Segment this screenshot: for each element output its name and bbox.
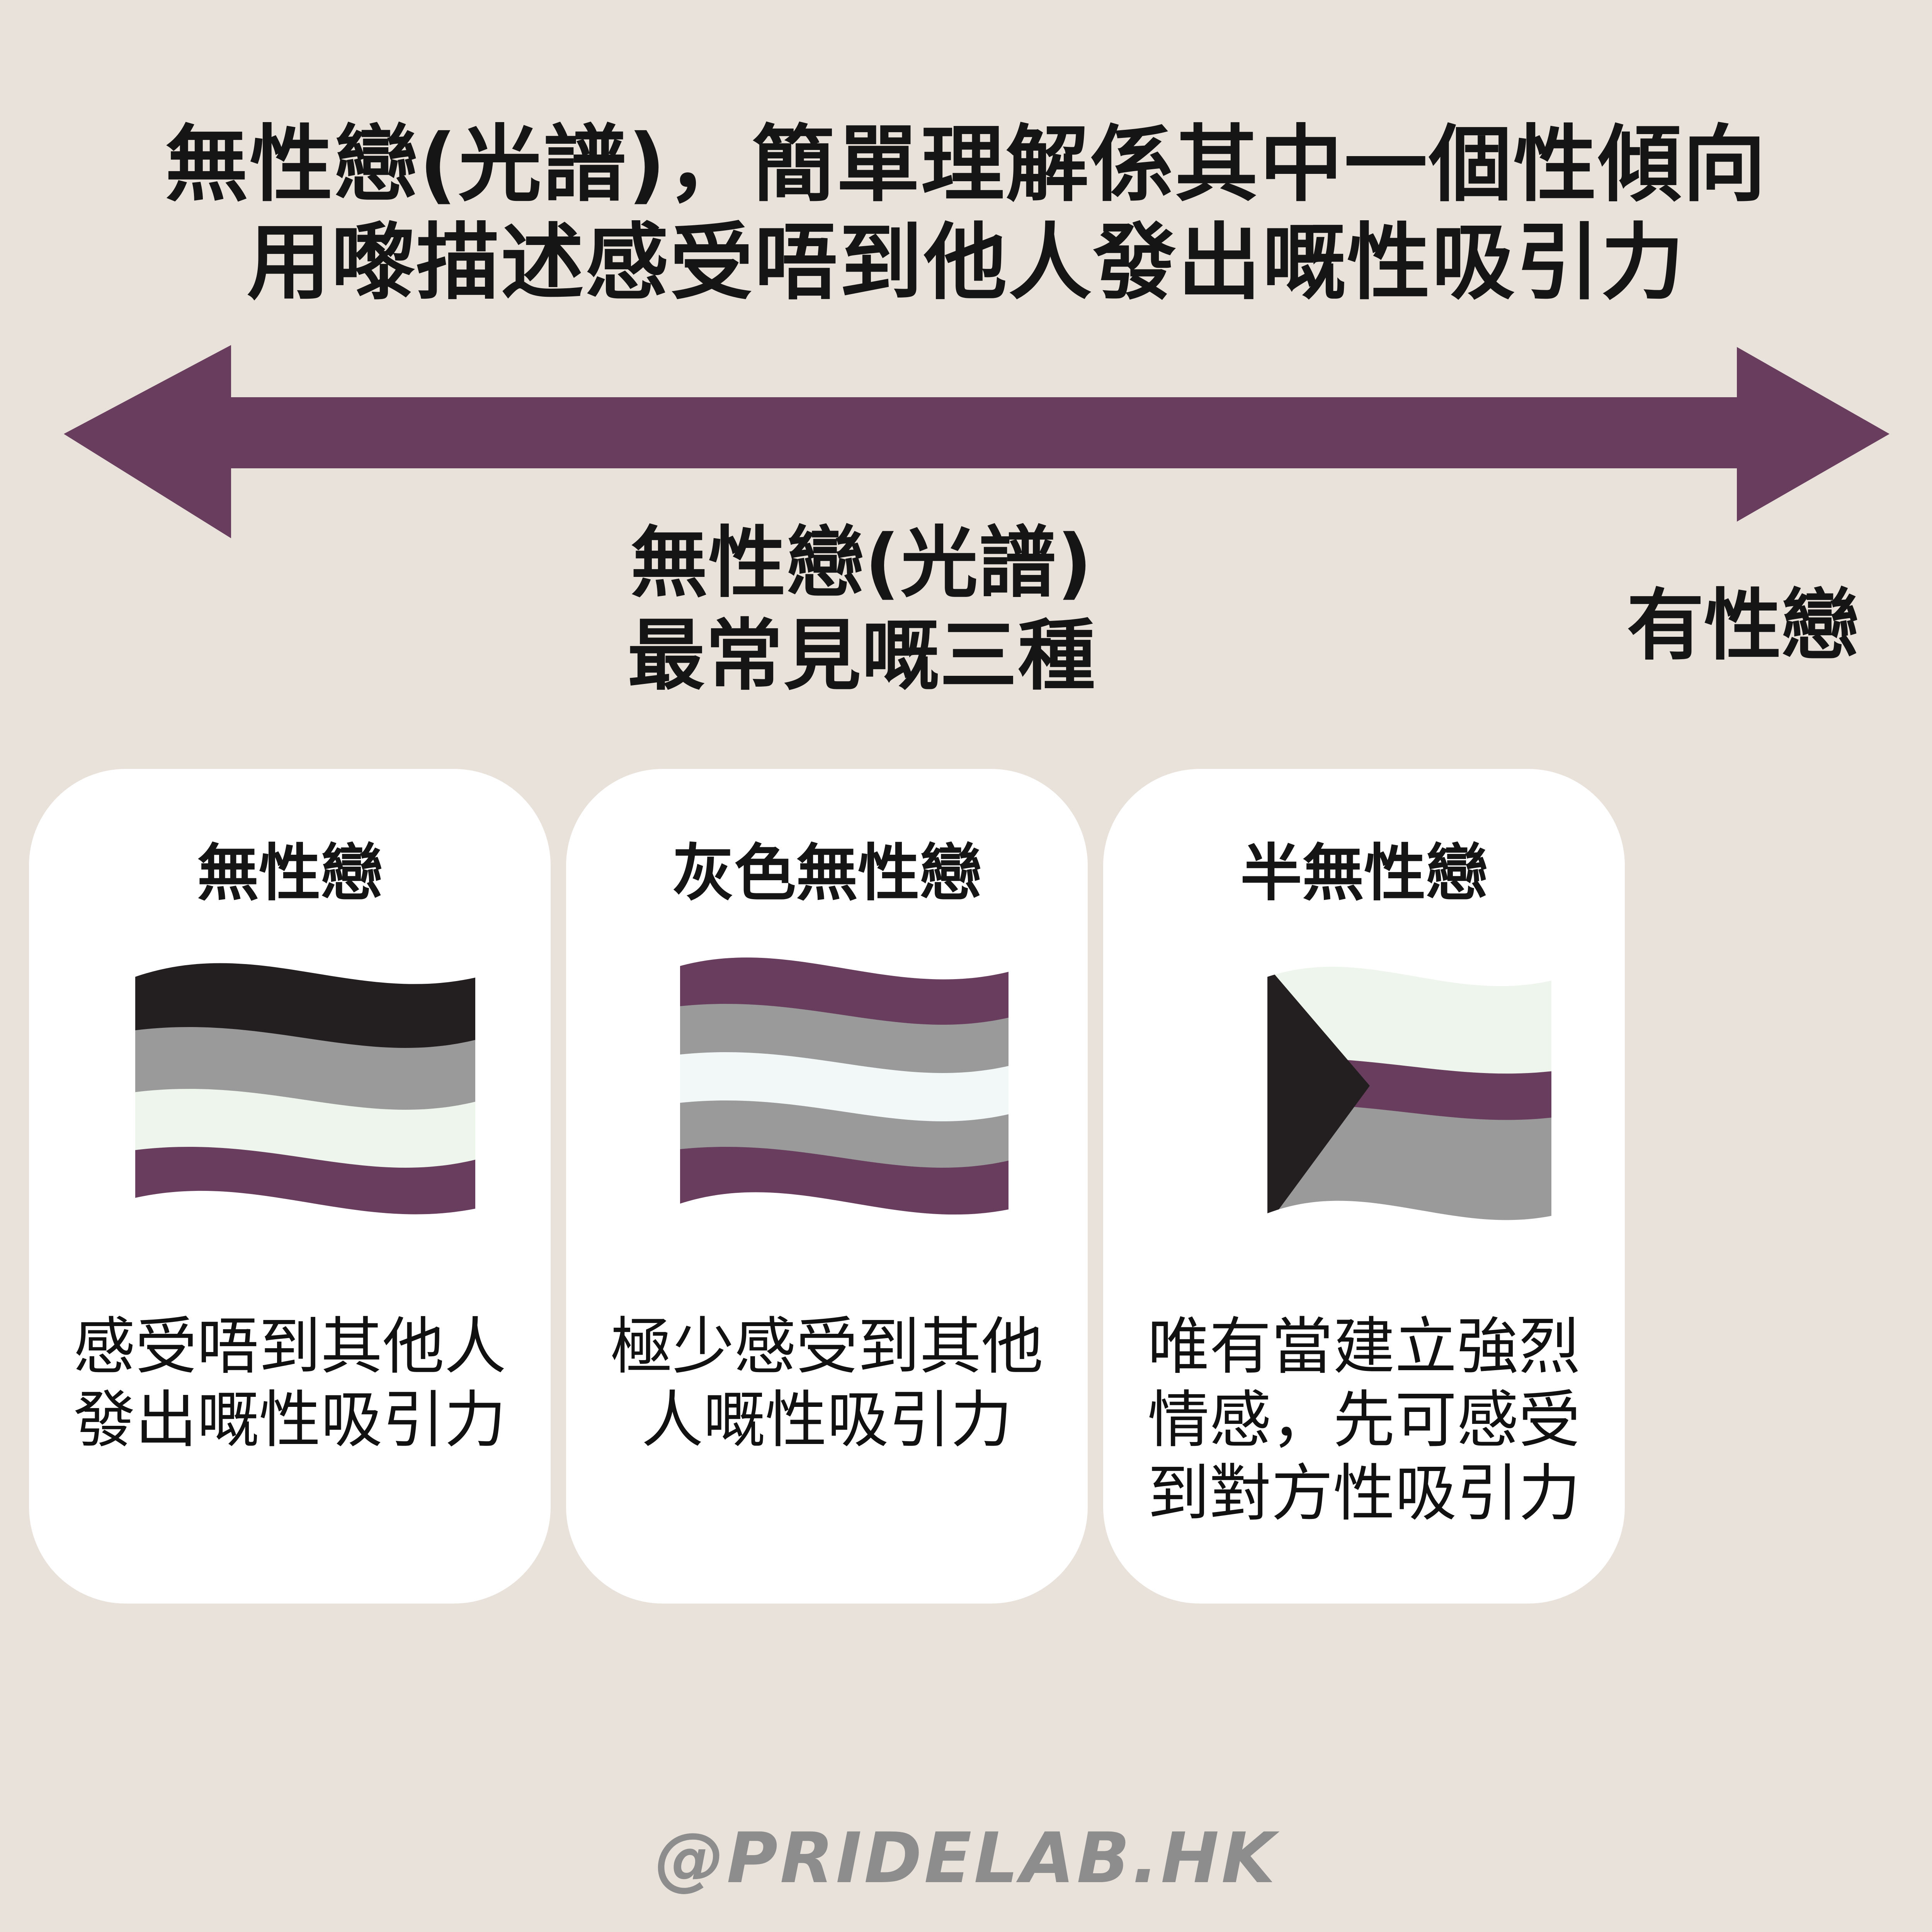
demisexual-flag-icon	[1267, 966, 1551, 1220]
card-description-line: 唯有當建立強烈	[1147, 1310, 1580, 1383]
card-title: 無性戀	[197, 837, 383, 909]
asexual-flag-icon	[135, 963, 475, 1214]
card-description-line: 極少感受到其他	[610, 1310, 1043, 1383]
credit-handle: @PRIDELAB.HK	[655, 1818, 1278, 1899]
greysexual-flag-icon	[680, 957, 1009, 1215]
card-description-line: 發出嘅性吸引力	[73, 1384, 506, 1456]
card-title: 半無性戀	[1240, 837, 1488, 909]
card-greysexual: 灰色無性戀 極少感受到其他 人嘅性吸引力	[566, 769, 1088, 1604]
headline-line-1: 無性戀(光譜)，簡單理解係其中一個性傾向	[165, 116, 1767, 213]
card-title: 灰色無性戀	[672, 837, 981, 909]
spectrum-double-arrow-icon	[64, 345, 1889, 538]
card-description-line: 情感，先可感受	[1147, 1384, 1580, 1456]
spectrum-label-asexual-line-2: 最常見嘅三種	[627, 611, 1096, 701]
card-description: 感受唔到其他人 發出嘅性吸引力	[29, 1310, 551, 1457]
headline-line-2: 用嚟描述感受唔到他人發出嘅性吸引力	[247, 214, 1685, 311]
card-asexual: 無性戀 感受唔到其他人 發出嘅性吸引力	[29, 769, 551, 1604]
card-description-line: 到對方性吸引力	[1147, 1457, 1580, 1529]
spectrum-label-asexual-line-1: 無性戀(光譜)	[630, 518, 1093, 608]
card-description-line: 感受唔到其他人	[73, 1310, 506, 1383]
card-description: 唯有當建立強烈 情感，先可感受 到對方性吸引力	[1103, 1310, 1625, 1530]
card-description-line: 人嘅性吸引力	[641, 1384, 1012, 1456]
card-description: 極少感受到其他 人嘅性吸引力	[566, 1310, 1088, 1457]
card-demisexual: 半無性戀 唯有當建立強烈 情感，先可感受 到對方性吸引力	[1103, 769, 1625, 1604]
spectrum-label-allosexual: 有性戀	[1626, 581, 1859, 671]
